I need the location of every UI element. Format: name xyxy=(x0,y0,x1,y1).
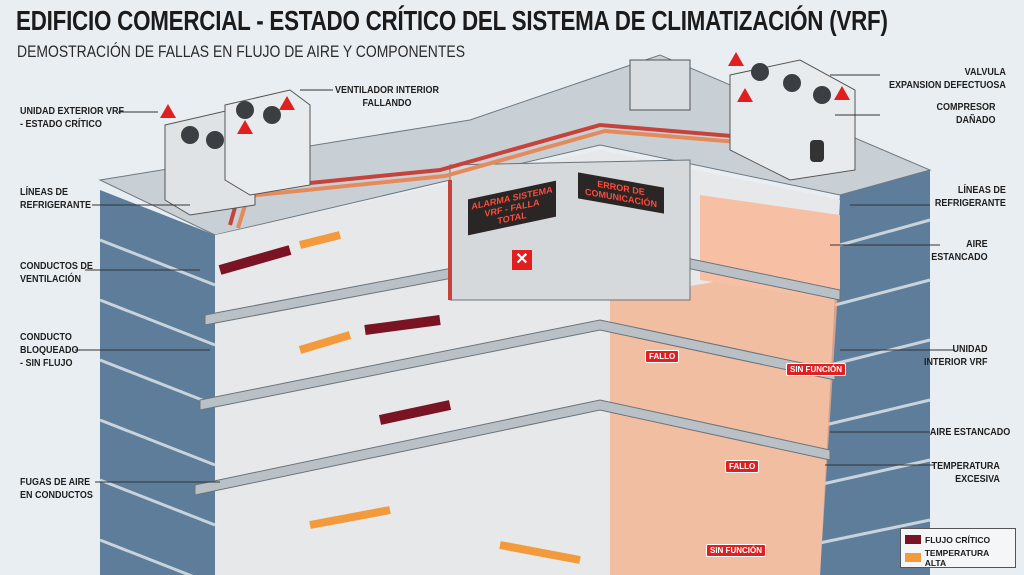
left-facade-mullions xyxy=(99,238,216,575)
page-title: EDIFICIO COMERCIAL - ESTADO CRÍTICO DEL … xyxy=(16,5,888,36)
outdoor-vrf-units-right xyxy=(729,59,856,181)
legend-item-critical-flow: FLUJO CRÍTICO xyxy=(905,532,1011,547)
legend-item-high-temp: TEMPERATURA ALTA xyxy=(905,547,1011,568)
fallo-tag: FALLO xyxy=(645,350,680,363)
legend: FLUJO CRÍTICO TEMPERATURA ALTA xyxy=(900,528,1016,568)
sin-funcion-tag: SIN FUNCIÓN xyxy=(786,363,846,376)
fallo-tag: FALLO xyxy=(725,460,760,473)
label-outdoor-unit: UNIDAD EXTERIOR VRF- ESTADO CRÍTICO xyxy=(20,106,125,130)
high-temp-swatch xyxy=(905,553,921,562)
warning-icons xyxy=(160,52,850,134)
rooftop-box xyxy=(629,59,691,111)
critical-flow-ducts xyxy=(218,245,452,425)
sin-funcion-tag: SIN FUNCIÓN xyxy=(706,544,766,557)
outdoor-vrf-units-left xyxy=(164,89,311,216)
error-x-icon: ✕ xyxy=(512,250,532,270)
legend-label: TEMPERATURA ALTA xyxy=(924,547,989,568)
page-subtitle: DEMOSTRACIÓN DE FALLAS EN FLUJO DE AIRE … xyxy=(17,42,465,61)
compressor xyxy=(810,140,824,162)
high-temp-ducts xyxy=(298,231,581,564)
label-stagnant-air-2: AIRE ESTANCADO xyxy=(929,427,1010,438)
leader-lines xyxy=(75,74,955,483)
critical-flow-swatch xyxy=(905,535,921,544)
legend-label: FLUJO CRÍTICO xyxy=(925,534,991,545)
right-facade-mullions xyxy=(809,218,931,547)
